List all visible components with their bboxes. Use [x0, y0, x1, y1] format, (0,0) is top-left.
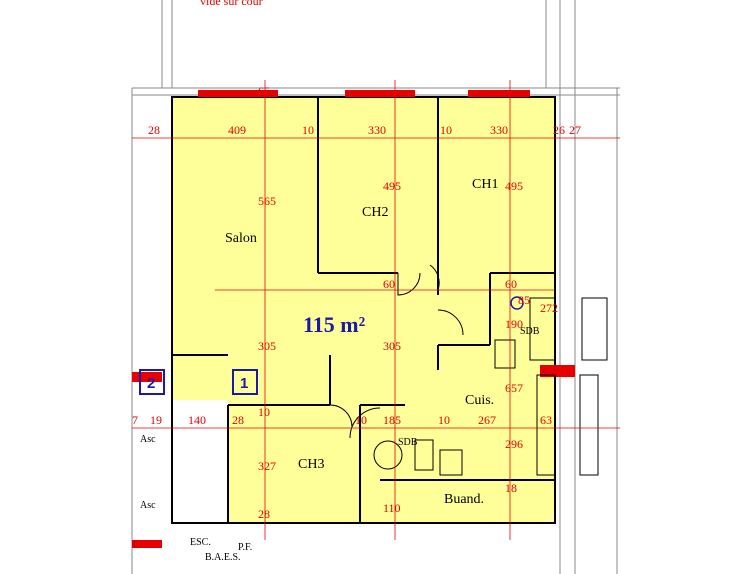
svg-text:409: 409 [228, 123, 246, 137]
toilet-2 [414, 439, 434, 471]
svg-text:495: 495 [383, 179, 401, 193]
svg-text:185: 185 [383, 413, 401, 427]
svg-text:63: 63 [540, 413, 552, 427]
svg-text:19: 19 [150, 413, 162, 427]
bathtub-2 [581, 297, 608, 361]
svg-text:330: 330 [368, 123, 386, 137]
room-buanderie: Buand. [444, 492, 484, 507]
label-baes: B.A.E.S. [205, 552, 241, 563]
label-asc-2: Asc [140, 500, 156, 511]
room-sdb-2: SDB [398, 437, 418, 448]
svg-text:565: 565 [258, 194, 276, 208]
svg-text:28: 28 [258, 507, 270, 521]
svg-text:330: 330 [490, 123, 508, 137]
svg-text:10: 10 [355, 413, 367, 427]
dimension-labels: 28 409 10 330 10 330 26 27 565 495 495 6… [132, 84, 581, 521]
svg-text:10: 10 [302, 123, 314, 137]
kitchen-counter [536, 374, 556, 476]
room-ch2: CH2 [362, 205, 388, 220]
label-esc: ESC. [190, 537, 211, 548]
marker-2: 2 [147, 375, 155, 392]
svg-text:28: 28 [148, 123, 160, 137]
svg-text:140: 140 [188, 413, 206, 427]
svg-text:110: 110 [383, 501, 401, 515]
label-pf: P.F. [238, 542, 252, 553]
shower [373, 440, 403, 470]
room-sdb-1: SDB [520, 326, 540, 337]
svg-text:10: 10 [440, 123, 452, 137]
label-asc-1: Asc [140, 434, 156, 445]
kitchen-counter-2 [579, 374, 599, 476]
svg-text:296: 296 [505, 437, 523, 451]
marker-1: 1 [240, 375, 248, 392]
svg-text:190: 190 [505, 317, 523, 331]
svg-text:305: 305 [258, 339, 276, 353]
svg-text:10: 10 [258, 405, 270, 419]
svg-text:27: 27 [569, 123, 581, 137]
svg-text:10: 10 [438, 413, 450, 427]
svg-text:327: 327 [258, 459, 276, 473]
svg-text:85: 85 [518, 293, 530, 307]
washer [439, 449, 463, 476]
svg-text:495: 495 [505, 179, 523, 193]
svg-text:60: 60 [383, 277, 395, 291]
area-label: 115 m² [303, 312, 366, 337]
svg-text:26: 26 [553, 123, 565, 137]
svg-text:267: 267 [478, 413, 496, 427]
svg-text:657: 657 [505, 381, 523, 395]
svg-text:18: 18 [505, 481, 517, 495]
svg-text:65: 65 [258, 84, 270, 98]
room-ch1: CH1 [472, 177, 498, 192]
svg-text:272: 272 [540, 301, 558, 315]
doors [329, 264, 464, 439]
top-fragment: vide sur cour [200, 0, 263, 8]
svg-text:305: 305 [383, 339, 401, 353]
dimension-lines [132, 80, 620, 540]
windows [132, 90, 575, 548]
room-ch3: CH3 [298, 457, 324, 472]
markers [139, 296, 524, 395]
toilet-1 [494, 339, 516, 369]
room-cuisine: Cuis. [465, 393, 494, 408]
room-salon: Salon [225, 231, 257, 246]
svg-text:7: 7 [132, 413, 138, 427]
apartment-fill [172, 97, 555, 523]
fixtures [373, 297, 608, 476]
svg-text:60: 60 [505, 277, 517, 291]
svg-text:28: 28 [232, 413, 244, 427]
bathtub-1 [529, 297, 556, 361]
